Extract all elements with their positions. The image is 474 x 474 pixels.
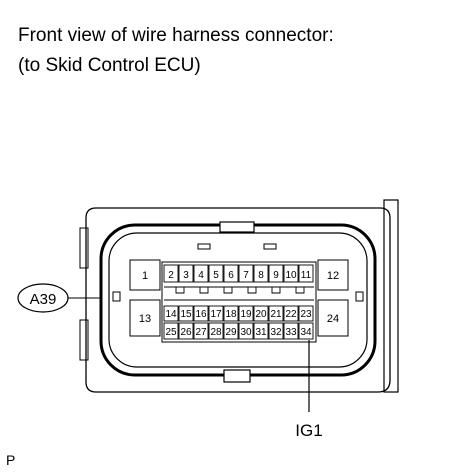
pin-cell-8 — [253, 264, 269, 283]
pin-cell-9 — [268, 264, 284, 283]
pin-cell-24 — [317, 299, 349, 337]
left-guide-tab-upper — [79, 227, 89, 269]
right-side-marker — [355, 291, 364, 302]
pin-label-27: 27 — [195, 327, 207, 338]
pin-label-8: 8 — [258, 270, 264, 281]
pin-cell-19 — [238, 305, 254, 322]
pin-cell-26 — [178, 322, 194, 340]
pin-label-29: 29 — [225, 327, 237, 338]
pin-label-24: 24 — [327, 313, 339, 325]
pin-cell-22 — [283, 305, 299, 322]
pin-label-28: 28 — [210, 327, 222, 338]
pin-label-32: 32 — [270, 327, 282, 338]
pin-cell-33 — [283, 322, 299, 340]
pin-cell-3 — [178, 264, 194, 283]
pin-label-25: 25 — [165, 327, 177, 338]
top-key-notch-right — [263, 243, 277, 250]
pin-cell-10 — [283, 264, 299, 283]
pin-cell-16 — [193, 305, 209, 322]
connector-code-label: A39 — [30, 291, 57, 308]
pin-label-22: 22 — [285, 309, 297, 320]
pin-label-12: 12 — [327, 270, 339, 282]
left-side-marker — [112, 291, 121, 302]
pin-label-9: 9 — [273, 270, 279, 281]
pin-label-7: 7 — [243, 270, 249, 281]
pin-label-10: 10 — [285, 270, 297, 281]
diagram-title-line-2: (to Skid Control ECU) — [18, 55, 201, 76]
pin-label-30: 30 — [240, 327, 252, 338]
pin-cell-34 — [298, 322, 314, 340]
pin-label-15: 15 — [180, 309, 192, 320]
pin-label-16: 16 — [195, 309, 207, 320]
pin-label-1: 1 — [142, 270, 148, 282]
pin-cell-15 — [178, 305, 194, 322]
pin-cell-27 — [193, 322, 209, 340]
pin-label-4: 4 — [198, 270, 204, 281]
pin-label-3: 3 — [183, 270, 189, 281]
middle-pin-block — [161, 261, 317, 343]
pin-label-26: 26 — [180, 327, 192, 338]
pin-cell-25 — [163, 322, 179, 340]
pin-cell-12 — [317, 259, 349, 291]
pin-cell-28 — [208, 322, 224, 340]
left-guide-tab-lower — [79, 319, 89, 361]
pin-cell-23 — [298, 305, 314, 322]
pin-cell-21 — [268, 305, 284, 322]
ig1-callout-label: IG1 — [295, 421, 322, 440]
pin-label-13: 13 — [139, 313, 151, 325]
top-latch — [219, 221, 255, 233]
pin-cell-2 — [163, 264, 179, 283]
pin-label-31: 31 — [255, 327, 267, 338]
pin-cell-17 — [208, 305, 224, 322]
pin-cell-18 — [223, 305, 239, 322]
pin-cell-1 — [129, 259, 161, 291]
pin-cell-7 — [238, 264, 254, 283]
pin-cell-31 — [253, 322, 269, 340]
pin-cell-14 — [163, 305, 179, 322]
pin-label-2: 2 — [168, 270, 174, 281]
figure-code: P — [6, 452, 16, 468]
pin-label-34: 34 — [300, 327, 312, 338]
bottom-latch — [223, 369, 251, 383]
pin-label-5: 5 — [213, 270, 219, 281]
pin-label-33: 33 — [285, 327, 297, 338]
connector-lock-tab — [383, 199, 399, 393]
connector-body-inner — [108, 232, 368, 368]
pin-label-18: 18 — [225, 309, 237, 320]
pin-label-11: 11 — [301, 270, 312, 281]
pin-cell-32 — [268, 322, 284, 340]
row-separator-band — [164, 286, 314, 301]
pin-label-17: 17 — [210, 309, 222, 320]
pin-cell-29 — [223, 322, 239, 340]
pin-cell-20 — [253, 305, 269, 322]
pin-label-21: 21 — [270, 309, 282, 320]
diagram-title-line-1: Front view of wire harness connector: — [18, 25, 334, 46]
pin-cell-4 — [193, 264, 209, 283]
pin-label-14: 14 — [165, 309, 177, 320]
pin-cell-6 — [223, 264, 239, 283]
pin-cell-30 — [238, 322, 254, 340]
pin-label-6: 6 — [228, 270, 234, 281]
pin-cell-5 — [208, 264, 224, 283]
pin-label-20: 20 — [255, 309, 267, 320]
pin-cell-11 — [298, 264, 314, 283]
pin-label-23: 23 — [300, 309, 312, 320]
pin-cell-13 — [129, 299, 161, 337]
pin-label-19: 19 — [240, 309, 252, 320]
top-key-notch-left — [197, 243, 211, 250]
connector-outer-housing — [85, 207, 391, 393]
